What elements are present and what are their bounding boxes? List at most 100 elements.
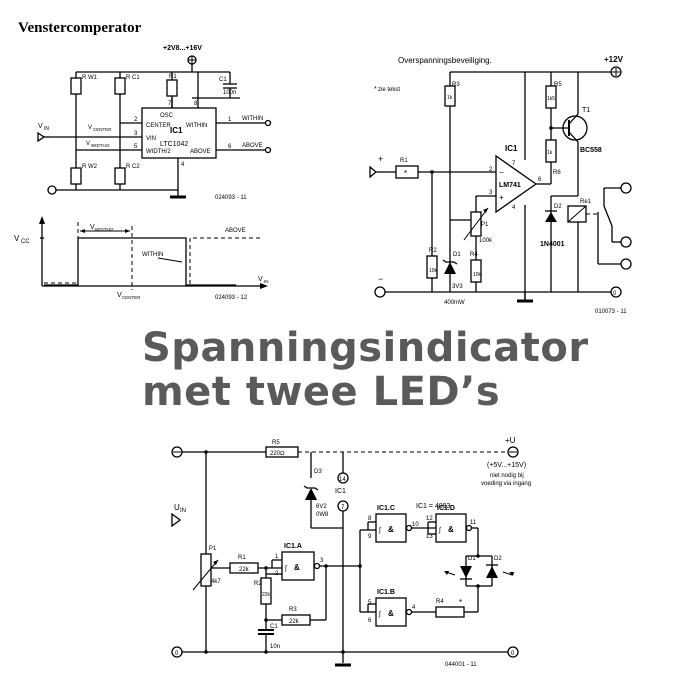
- svg-text:V: V: [14, 234, 20, 243]
- svg-text:0: 0: [613, 291, 617, 297]
- input-terminal-minus: [374, 286, 386, 298]
- svg-text:OSC: OSC: [160, 113, 174, 119]
- over-note: zie tekst: [378, 87, 400, 93]
- svg-text:R1: R1: [169, 74, 177, 80]
- svg-text:8: 8: [194, 101, 198, 107]
- svg-text:&: &: [388, 609, 394, 618]
- svg-text:CENTER: CENTER: [93, 127, 112, 132]
- svg-text:∫: ∫: [378, 611, 382, 618]
- svg-text:LM741: LM741: [499, 182, 521, 189]
- svg-text:V: V: [117, 292, 122, 299]
- svg-text:IC1.C: IC1.C: [377, 505, 395, 512]
- svg-text:22k: 22k: [262, 592, 271, 598]
- svg-text:4k7: 4k7: [211, 579, 221, 585]
- svg-text:0: 0: [175, 651, 179, 657]
- svg-text:R2: R2: [254, 581, 262, 587]
- resistor-r4-led: [435, 606, 465, 618]
- svg-text:2: 2: [489, 167, 493, 173]
- svg-text:R1: R1: [400, 158, 408, 164]
- svg-text:IC1.B: IC1.B: [377, 589, 395, 596]
- ic-ltc1042: [141, 107, 217, 159]
- input-terminal-plus: [369, 165, 378, 179]
- svg-text:&: &: [388, 525, 394, 534]
- resistor-r1: [166, 79, 178, 97]
- article-title-line1: Spanningsindicator: [142, 325, 589, 371]
- svg-text:IC1.A: IC1.A: [284, 543, 302, 550]
- over-code-label: 010073 - 11: [595, 309, 627, 315]
- svg-text:−: −: [499, 168, 504, 177]
- svg-text:11: 11: [470, 520, 477, 526]
- svg-text:R1: R1: [238, 555, 246, 561]
- svg-text:7: 7: [168, 101, 172, 107]
- svg-text:T1: T1: [582, 107, 590, 114]
- svg-text:3: 3: [489, 190, 493, 196]
- svg-text:7: 7: [512, 161, 516, 167]
- svg-text:D2: D2: [554, 204, 562, 210]
- svg-text:P1: P1: [481, 222, 489, 228]
- svg-text:D3: D3: [314, 469, 322, 475]
- potentiometer-p1-led: [200, 553, 212, 587]
- svg-text:R W2: R W2: [82, 164, 98, 170]
- svg-text:U: U: [174, 503, 180, 512]
- svg-text:4: 4: [181, 162, 185, 168]
- svg-text:&: &: [294, 563, 300, 572]
- svg-text:WIDTH/2: WIDTH/2: [95, 227, 114, 232]
- svg-text:*: *: [459, 598, 462, 607]
- over-title: Overspanningsbeveiliging.: [398, 56, 492, 65]
- gate-ic1b: [375, 597, 407, 627]
- resistor-r5: [545, 85, 557, 109]
- svg-text:13: 13: [426, 534, 433, 540]
- svg-text:Re1: Re1: [580, 199, 592, 205]
- led-indicator-schematic: R5 220Ω +U (+5V...+15V) niet nodig bij v…: [171, 436, 531, 668]
- svg-text:12: 12: [426, 516, 433, 522]
- svg-text:LTC1042: LTC1042: [160, 141, 188, 148]
- svg-text:7: 7: [341, 505, 345, 511]
- resistor-r1-over: [395, 165, 419, 179]
- svg-text:R4: R4: [436, 599, 444, 605]
- svg-text:∫: ∫: [378, 527, 382, 534]
- gate-ic1d: [435, 513, 467, 543]
- led-code-label: 044001 - 11: [445, 662, 477, 668]
- svg-text:R2: R2: [429, 248, 437, 254]
- svg-text:R W1: R W1: [82, 75, 98, 81]
- resistor-rc2: [114, 167, 126, 185]
- svg-text:∫: ∫: [284, 565, 288, 572]
- resistor-r4-over: [470, 259, 482, 283]
- svg-text:V: V: [86, 141, 90, 147]
- svg-text:1k: 1k: [447, 95, 453, 101]
- svg-text:5: 5: [368, 600, 372, 606]
- svg-text:D1: D1: [453, 252, 461, 258]
- led-d1: [460, 566, 472, 578]
- graph-code-label: 024093 - 12: [215, 295, 248, 301]
- resistor-r3: [444, 85, 456, 107]
- svg-text:IC1: IC1: [505, 144, 518, 153]
- svg-text:R5: R5: [272, 440, 280, 446]
- svg-text:CENTER: CENTER: [146, 123, 171, 129]
- svg-text:5: 5: [134, 144, 138, 150]
- svg-text:R3: R3: [452, 82, 460, 88]
- resistor-rw2: [70, 167, 82, 185]
- svg-text:10k: 10k: [473, 272, 482, 278]
- supply-label: +2V8...+16V: [163, 45, 202, 52]
- svg-text:1: 1: [275, 554, 279, 560]
- svg-text:0W8: 0W8: [316, 512, 329, 518]
- svg-text:R C2: R C2: [126, 164, 140, 170]
- diode-d2: [545, 212, 557, 222]
- svg-text:400mW: 400mW: [444, 300, 465, 306]
- svg-text:−: −: [378, 274, 383, 284]
- code-label: 024093 - 11: [215, 195, 247, 201]
- svg-text:100k: 100k: [479, 238, 493, 244]
- svg-text:CC: CC: [21, 239, 30, 245]
- svg-text:C1: C1: [219, 77, 227, 83]
- page-title: Venstercomperator: [18, 20, 142, 36]
- svg-text:(+5V...+15V): (+5V...+15V): [487, 462, 526, 469]
- svg-text:14: 14: [339, 477, 346, 483]
- within-label: WITHIN: [142, 252, 163, 258]
- within-pulse: [44, 237, 236, 286]
- svg-text:R4: R4: [470, 252, 478, 258]
- svg-text:WIDTH/2: WIDTH/2: [146, 149, 171, 155]
- svg-text:IN: IN: [180, 508, 186, 514]
- svg-text:22k: 22k: [239, 567, 250, 573]
- svg-text:V: V: [88, 125, 92, 131]
- svg-text:V: V: [38, 123, 43, 130]
